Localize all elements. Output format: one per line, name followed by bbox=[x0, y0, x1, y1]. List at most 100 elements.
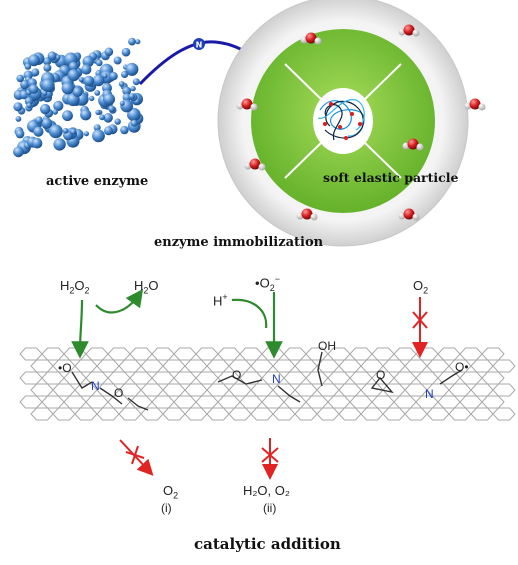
enzyme-sphere bbox=[89, 95, 95, 102]
enzyme-sphere bbox=[120, 125, 129, 135]
lattice-hexagon bbox=[19, 371, 43, 385]
lattice-hexagon bbox=[30, 407, 54, 421]
lattice-hexagon bbox=[426, 359, 450, 373]
enzyme-sphere bbox=[99, 114, 105, 121]
water-molecules bbox=[236, 24, 486, 221]
lattice-hexagon bbox=[41, 395, 65, 409]
lattice-hexagon bbox=[272, 359, 296, 373]
enzyme-sphere bbox=[102, 73, 108, 79]
lattice-hexagon bbox=[437, 347, 461, 361]
enzyme-sphere bbox=[104, 47, 114, 57]
enzyme-sphere bbox=[94, 90, 101, 96]
enzyme-sphere bbox=[128, 93, 135, 100]
lattice-hexagon bbox=[492, 359, 516, 373]
superoxide-label: •O2− bbox=[255, 274, 280, 293]
lattice-hexagon bbox=[63, 347, 87, 361]
lattice-hexagon bbox=[19, 395, 43, 409]
lattice-hexagon bbox=[470, 407, 494, 421]
lattice-hexagon bbox=[52, 407, 76, 421]
lattice-hexagon bbox=[305, 371, 329, 385]
lattice-hexagon bbox=[459, 395, 483, 409]
lattice-hexagon bbox=[140, 359, 164, 373]
enzyme-sphere bbox=[93, 124, 101, 132]
graphene-lattice bbox=[19, 347, 516, 421]
lattice-hexagon bbox=[481, 347, 505, 361]
water-h-atom bbox=[250, 103, 258, 111]
lattice-hexagon bbox=[206, 407, 230, 421]
lattice-hexagon bbox=[305, 395, 329, 409]
enzyme-sphere bbox=[26, 102, 32, 109]
enzyme-sphere bbox=[103, 113, 113, 123]
lattice-hexagon bbox=[85, 395, 109, 409]
lattice-hexagon bbox=[404, 383, 428, 397]
enzyme-sphere bbox=[121, 47, 131, 57]
surface-bonds bbox=[71, 351, 463, 411]
epoxide-o-mid: O bbox=[232, 368, 242, 382]
lattice-hexagon bbox=[470, 359, 494, 373]
lattice-hexagon bbox=[162, 407, 186, 421]
lattice-hexagon bbox=[96, 407, 120, 421]
lattice-hexagon bbox=[228, 383, 252, 397]
lattice-hexagon bbox=[173, 371, 197, 385]
enzyme-sphere bbox=[132, 78, 140, 86]
lattice-hexagon bbox=[173, 347, 197, 361]
lattice-hexagon bbox=[118, 359, 142, 373]
lattice-hexagon bbox=[217, 395, 241, 409]
enzyme-sphere bbox=[52, 109, 58, 115]
lattice-hexagon bbox=[448, 383, 472, 397]
enzyme-sphere bbox=[92, 129, 105, 143]
enzyme-sphere bbox=[28, 54, 40, 67]
nitrogen-left: N bbox=[91, 379, 100, 393]
enzyme-sphere bbox=[24, 63, 32, 70]
lattice-hexagon bbox=[382, 407, 406, 421]
hydroxyl-label: OH bbox=[318, 339, 336, 353]
lattice-hexagon bbox=[492, 383, 516, 397]
lattice-hexagon bbox=[382, 359, 406, 373]
water-h-atom bbox=[478, 103, 486, 111]
enzyme-sphere bbox=[81, 64, 92, 75]
lattice-hexagon bbox=[184, 359, 208, 373]
nitrogen-mid: N bbox=[272, 372, 281, 386]
lattice-hexagon bbox=[239, 347, 263, 361]
lattice-hexagon bbox=[371, 395, 395, 409]
lattice-hexagon bbox=[63, 395, 87, 409]
lattice-hexagon bbox=[349, 347, 373, 361]
lattice-hexagon bbox=[129, 347, 153, 361]
lattice-hexagon bbox=[239, 395, 263, 409]
lattice-hexagon bbox=[217, 347, 241, 361]
lattice-hexagon bbox=[349, 371, 373, 385]
lattice-hexagon bbox=[151, 395, 175, 409]
enzyme-sphere bbox=[67, 69, 80, 82]
lattice-hexagon bbox=[151, 347, 175, 361]
lattice-hexagon bbox=[338, 359, 362, 373]
lattice-hexagon bbox=[327, 395, 351, 409]
enzyme-sphere bbox=[20, 79, 30, 90]
water-h-atom bbox=[412, 213, 420, 221]
water-h-atom bbox=[412, 29, 420, 37]
lattice-hexagon bbox=[74, 407, 98, 421]
linker-atom: N bbox=[196, 41, 203, 50]
lattice-hexagon bbox=[195, 347, 219, 361]
lattice-hexagon bbox=[272, 407, 296, 421]
lattice-hexagon bbox=[107, 347, 131, 361]
lattice-hexagon bbox=[338, 383, 362, 397]
water-h-atom bbox=[258, 163, 266, 171]
lattice-hexagon bbox=[74, 359, 98, 373]
lattice-hexagon bbox=[393, 347, 417, 361]
lattice-hexagon bbox=[96, 359, 120, 373]
water-o-atom bbox=[403, 208, 415, 220]
enzyme-sphere bbox=[108, 105, 115, 113]
enzyme-sphere bbox=[103, 93, 115, 106]
lattice-hexagon bbox=[19, 347, 43, 361]
enzyme-sphere bbox=[42, 90, 48, 96]
enzyme-sphere bbox=[68, 61, 79, 72]
water-o-atom bbox=[301, 208, 313, 220]
enzyme-sphere bbox=[47, 51, 57, 61]
linker-node bbox=[193, 38, 205, 50]
lattice-hexagon bbox=[228, 407, 252, 421]
arrow-h2o-out bbox=[95, 288, 144, 314]
enzyme-sphere bbox=[31, 137, 43, 149]
lattice-hexagon bbox=[338, 407, 362, 421]
nitrogen-right: N bbox=[425, 387, 434, 401]
